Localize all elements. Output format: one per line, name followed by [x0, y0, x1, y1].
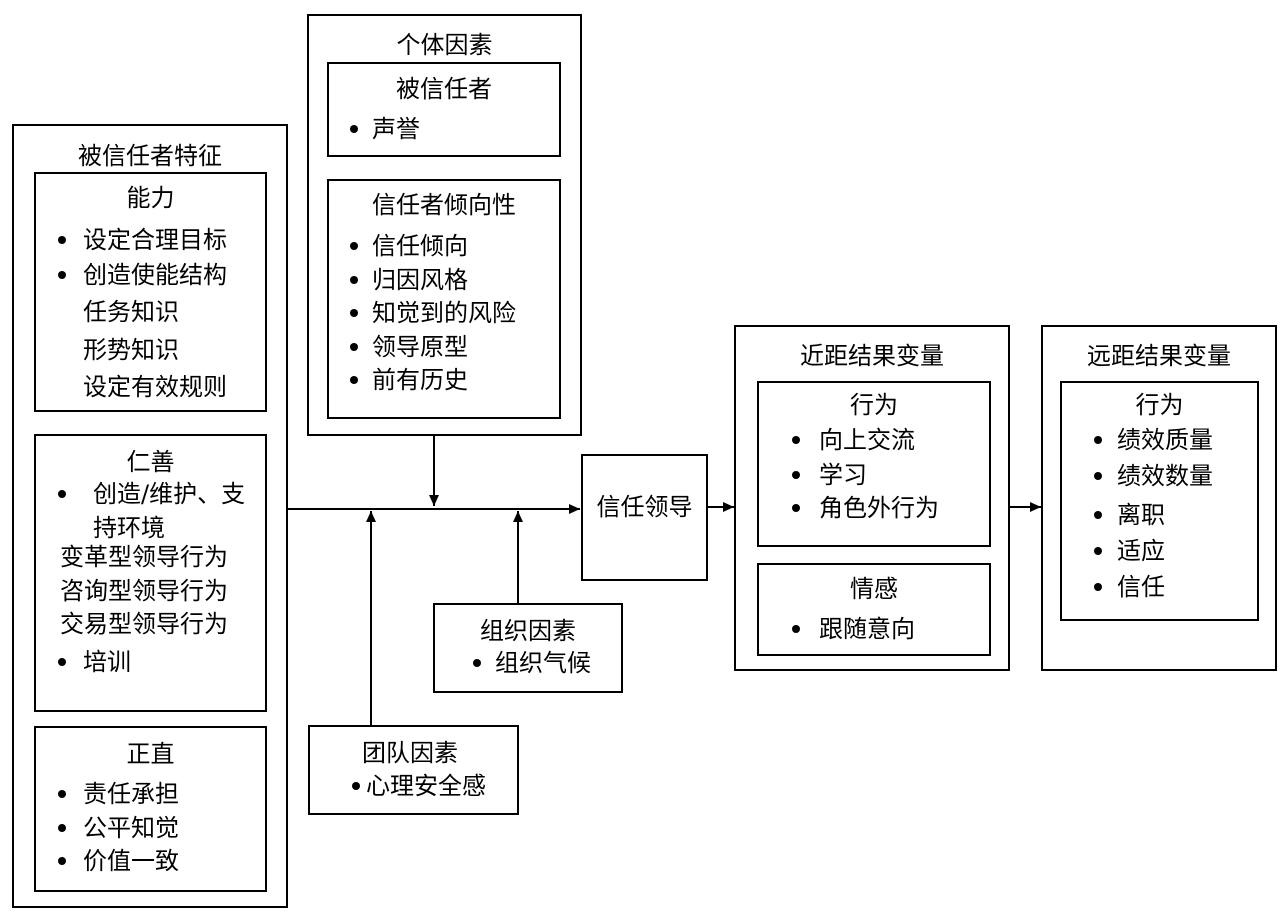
- individual-factors-box: 个体因素 被信任者 声誉 信任者倾向性 信任倾向 归因风格 知觉到的风险 领导原…: [307, 14, 582, 436]
- trust-leader-title: 信任领导: [596, 493, 693, 521]
- proximal-outcomes-box: 近距结果变量 行为 向上交流 学习 角色外行为 情感 跟随意向: [734, 325, 1010, 671]
- bullet-icon: [58, 857, 66, 865]
- distal-behavior-box: 行为 绩效质量 绩效数量 离职 适应 信任: [1060, 381, 1259, 621]
- trustee-traits-box: 被信任者特征 能力 设定合理目标 创造使能结构 任务知识 形势知识 设定有效规则…: [12, 124, 288, 908]
- bullet-icon: [58, 490, 66, 498]
- propensity-item: 信任倾向: [372, 232, 468, 260]
- bullet-icon: [350, 309, 358, 317]
- truster-propensity-title: 信任者倾向性: [372, 191, 516, 219]
- ability-title: 能力: [126, 184, 175, 212]
- distal-behavior-item: 绩效质量: [1117, 426, 1213, 454]
- trustee-traits-title: 被信任者特征: [78, 142, 222, 170]
- team-factors-box: 团队因素 心理安全感: [308, 725, 519, 815]
- proximal-outcomes-title: 近距结果变量: [800, 342, 944, 370]
- distal-behavior-item: 适应: [1117, 537, 1165, 565]
- bullet-icon: [58, 658, 66, 666]
- trust-leader-box: 信任领导: [581, 454, 708, 581]
- proximal-behavior-title: 行为: [850, 391, 898, 419]
- benevolence-bullet2: 培训: [83, 648, 131, 676]
- distal-behavior-item: 绩效数量: [1117, 462, 1213, 490]
- ability-subitem: 设定有效规则: [83, 373, 227, 401]
- benevolence-bullet-line1: 创造/维护、支: [93, 480, 246, 508]
- bullet-icon: [350, 343, 358, 351]
- integrity-item: 价值一致: [83, 847, 179, 875]
- integrity-item: 公平知觉: [83, 814, 179, 842]
- proximal-affect-box: 情感 跟随意向: [757, 563, 991, 656]
- propensity-item: 知觉到的风险: [372, 299, 516, 327]
- bullet-icon: [1094, 583, 1102, 591]
- trustee-title: 被信任者: [396, 75, 492, 103]
- truster-propensity-box: 信任者倾向性 信任倾向 归因风格 知觉到的风险 领导原型 前有历史: [327, 179, 561, 419]
- bullet-icon: [350, 276, 358, 284]
- benevolence-box: 仁善 创造/维护、支 持环境 变革型领导行为 咨询型领导行为 交易型领导行为 培…: [34, 434, 267, 712]
- bullet-icon: [350, 125, 358, 133]
- bullet-icon: [350, 376, 358, 384]
- integrity-item: 责任承担: [83, 780, 179, 808]
- bullet-icon: [792, 625, 800, 633]
- team-factors-item: 心理安全感: [366, 772, 486, 800]
- bullet-icon: [1094, 436, 1102, 444]
- proximal-behavior-item: 角色外行为: [819, 494, 939, 522]
- bullet-icon: [58, 271, 66, 279]
- benevolence-plain: 变革型领导行为: [60, 543, 228, 571]
- distal-outcomes-box: 远距结果变量 行为 绩效质量 绩效数量 离职 适应 信任: [1041, 325, 1277, 671]
- proximal-affect-item: 跟随意向: [819, 615, 915, 643]
- bullet-icon: [1094, 547, 1102, 555]
- ability-subitem: 形势知识: [83, 336, 179, 364]
- proximal-behavior-box: 行为 向上交流 学习 角色外行为: [757, 381, 991, 547]
- ability-item: 创造使能结构: [83, 261, 227, 289]
- team-factors-title: 团队因素: [362, 739, 458, 767]
- benevolence-plain: 交易型领导行为: [60, 610, 228, 638]
- proximal-behavior-item: 向上交流: [819, 426, 915, 454]
- integrity-box: 正直 责任承担 公平知觉 价值一致: [34, 726, 267, 892]
- bullet-icon: [58, 236, 66, 244]
- benevolence-plain: 咨询型领导行为: [60, 577, 228, 605]
- propensity-item: 归因风格: [372, 266, 468, 294]
- bullet-icon: [58, 824, 66, 832]
- proximal-affect-title: 情感: [850, 575, 898, 603]
- bullet-icon: [1094, 511, 1102, 519]
- distal-outcomes-title: 远距结果变量: [1087, 342, 1231, 370]
- trustee-box: 被信任者 声誉: [327, 62, 561, 157]
- ability-item: 设定合理目标: [83, 226, 227, 254]
- org-factors-item: 组织气候: [495, 649, 591, 677]
- bullet-icon: [792, 436, 800, 444]
- bullet-icon: [473, 659, 481, 667]
- benevolence-title: 仁善: [126, 448, 175, 476]
- bullet-icon: [352, 782, 360, 790]
- propensity-item: 前有历史: [372, 366, 468, 394]
- distal-behavior-item: 信任: [1117, 573, 1165, 601]
- bullet-icon: [1094, 472, 1102, 480]
- org-factors-box: 组织因素 组织气候: [433, 603, 623, 693]
- distal-behavior-item: 离职: [1117, 501, 1165, 529]
- ability-box: 能力 设定合理目标 创造使能结构 任务知识 形势知识 设定有效规则: [34, 172, 267, 412]
- bullet-icon: [58, 790, 66, 798]
- individual-factors-title: 个体因素: [396, 31, 493, 59]
- org-factors-title: 组织因素: [480, 617, 576, 645]
- trustee-item: 声誉: [372, 115, 420, 143]
- ability-subitem: 任务知识: [83, 298, 179, 326]
- benevolence-bullet-line2: 持环境: [93, 514, 165, 542]
- bullet-icon: [792, 471, 800, 479]
- distal-behavior-title: 行为: [1135, 391, 1184, 419]
- bullet-icon: [350, 242, 358, 250]
- proximal-behavior-item: 学习: [819, 461, 867, 489]
- propensity-item: 领导原型: [372, 333, 468, 361]
- bullet-icon: [792, 504, 800, 512]
- integrity-title: 正直: [126, 740, 175, 768]
